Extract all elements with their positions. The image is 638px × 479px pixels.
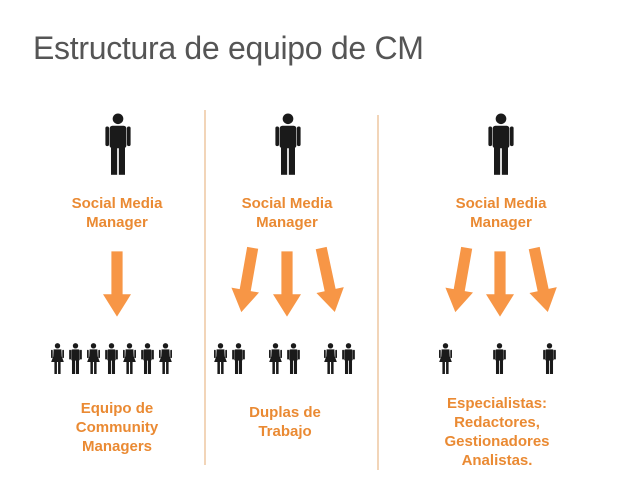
- label-line: Gestionadores: [444, 433, 550, 450]
- team-label-2: Duplas de Trabajo: [200, 403, 370, 441]
- manager-figure-icon: [105, 113, 131, 175]
- male-figure-icon: [543, 343, 556, 374]
- label-line: Social Media: [71, 195, 163, 212]
- female-figure-icon: [439, 343, 452, 374]
- female-figure-icon: [51, 343, 64, 374]
- male-figure-icon: [69, 343, 82, 374]
- label-line: Analistas.: [461, 452, 533, 469]
- manager-label-2: Social Media Manager: [202, 194, 372, 232]
- arrow-down-icon: [103, 251, 131, 317]
- male-figure-icon: [141, 343, 154, 374]
- label-line: Manager: [470, 214, 532, 231]
- manager-figure-icon: [275, 113, 301, 175]
- arrow-down-icon: [273, 251, 301, 317]
- male-figure-icon: [287, 343, 300, 374]
- male-figure-icon: [342, 343, 355, 374]
- team-group-3: [439, 343, 556, 374]
- manager-label-1: Social Media Manager: [32, 194, 202, 232]
- label-line: Trabajo: [258, 423, 312, 440]
- manager-figure-icon: [488, 113, 514, 175]
- team-label-1: Equipo de Community Managers: [32, 399, 202, 456]
- manager-label-3: Social Media Manager: [416, 194, 586, 232]
- label-line: Social Media: [241, 195, 333, 212]
- female-figure-icon: [324, 343, 337, 374]
- team-group-2: [214, 343, 355, 374]
- arrow-down-left-icon: [441, 245, 481, 315]
- female-figure-icon: [214, 343, 227, 374]
- female-figure-icon: [269, 343, 282, 374]
- label-line: Manager: [86, 214, 148, 231]
- female-figure-icon: [87, 343, 100, 374]
- label-line: Redactores,: [454, 414, 540, 431]
- label-line: Especialistas:: [446, 395, 548, 412]
- female-figure-icon: [159, 343, 172, 374]
- team-label-3: Especialistas: Redactores, Gestionadores…: [412, 394, 582, 470]
- male-figure-icon: [105, 343, 118, 374]
- arrow-down-right-icon: [307, 245, 349, 315]
- male-figure-icon: [493, 343, 506, 374]
- male-figure-icon: [232, 343, 245, 374]
- female-figure-icon: [123, 343, 136, 374]
- label-line: Equipo de: [80, 400, 154, 417]
- label-line: Social Media: [455, 195, 547, 212]
- label-line: Manager: [256, 214, 318, 231]
- slide-title: Estructura de equipo de CM: [33, 30, 424, 66]
- arrow-down-left-icon: [227, 245, 267, 315]
- team-group-1: [51, 343, 172, 374]
- arrow-down-icon: [486, 251, 514, 317]
- arrow-down-right-icon: [520, 245, 562, 315]
- label-line: Duplas de: [249, 404, 321, 421]
- label-line: Community: [75, 419, 159, 436]
- label-line: Managers: [81, 438, 153, 455]
